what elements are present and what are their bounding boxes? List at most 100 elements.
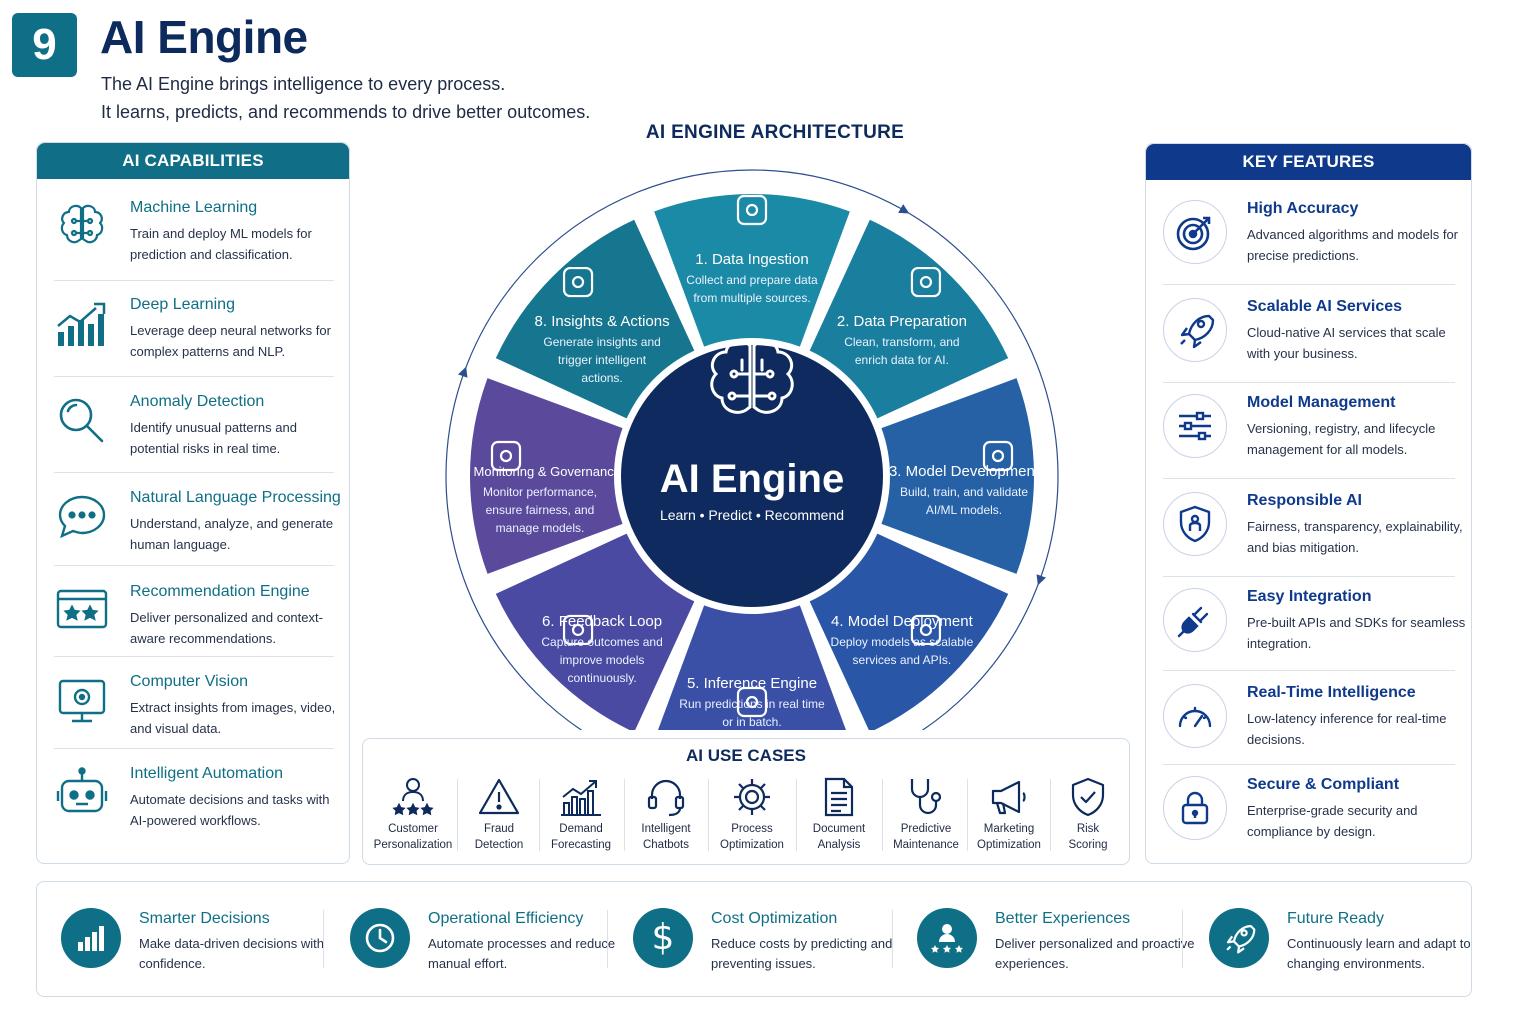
growth-chart-icon	[54, 296, 110, 352]
use-case-demand-forecasting: Demand Forecasting	[539, 775, 623, 859]
feature-name: High Accuracy	[1247, 200, 1359, 217]
architecture-title: AI ENGINE ARCHITECTURE	[645, 122, 905, 143]
divider	[457, 779, 458, 851]
feature-desc: Versioning, registry, and lifecycle mana…	[1247, 421, 1436, 457]
wheel-step-title: 2. Data Preparation	[837, 313, 967, 330]
feature-desc: Pre-built APIs and SDKs for seamless int…	[1247, 615, 1466, 651]
benefit-name: Future Ready	[1287, 910, 1384, 927]
use-case-label: Predictive Maintenance	[893, 823, 959, 851]
capability-name: Intelligent Automation	[130, 765, 283, 782]
capability-desc: Automate decisions and tasks with AI-pow…	[130, 792, 330, 828]
magnifier-icon	[54, 393, 110, 449]
bar-trend-icon	[559, 775, 603, 819]
benefit-name: Cost Optimization	[711, 910, 838, 927]
wheel-step-title: 5. Inference Engine	[687, 675, 817, 692]
divider	[1163, 382, 1455, 383]
wheel-segment-5	[658, 605, 846, 730]
center-title: AI Engine	[660, 457, 844, 501]
capability-name: Natural Language Processing	[130, 489, 341, 506]
wheel-step-desc: Clean, transform, and	[844, 335, 959, 349]
use-cases-title: AI USE CASES	[686, 746, 806, 765]
page-subtitle: The AI Engine brings intelligence to eve…	[101, 70, 590, 126]
feature-name: Easy Integration	[1247, 588, 1372, 605]
feature-desc: Low-latency inference for real-time deci…	[1247, 711, 1447, 747]
use-case-label: Customer Personalization	[373, 823, 453, 851]
cycle-arrow-icon	[898, 204, 910, 214]
database-icon	[736, 194, 768, 226]
benefit-desc: Deliver personalized and proactive exper…	[995, 936, 1195, 971]
benefit-desc: Continuously learn and adapt to changing…	[1287, 936, 1471, 971]
benefits-bar: Smarter Decisions Make data-driven decis…	[36, 881, 1472, 997]
capability-name: Machine Learning	[130, 199, 258, 216]
wheel-segment-2	[809, 219, 1009, 419]
benefit-desc: Make data-driven decisions with confiden…	[139, 936, 324, 971]
key-features-panel: KEY FEATURES High Accuracy Advanced algo…	[1145, 143, 1472, 864]
divider	[1050, 779, 1051, 851]
stethoscope-icon	[904, 775, 948, 819]
star-rating-icon	[54, 583, 110, 639]
wheel-step-desc: Collect and prepare data	[686, 273, 818, 287]
subtitle-line-1: The AI Engine brings intelligence to eve…	[101, 74, 506, 94]
key-features-header: KEY FEATURES	[1146, 144, 1471, 180]
benefit-name: Smarter Decisions	[139, 910, 270, 927]
divider	[54, 656, 334, 657]
lightbulb-icon	[562, 266, 594, 298]
cloud-upload-icon	[910, 614, 942, 646]
shield-check-icon	[490, 440, 522, 472]
wheel-step-title: 8. Insights & Actions	[535, 313, 670, 330]
user-stars-icon	[917, 908, 977, 968]
wheel-step-desc: Monitor performance,	[483, 485, 597, 499]
wheel-segment-8	[495, 219, 695, 419]
wheel-step-title: 7. Monitoring & Governance	[459, 464, 621, 479]
wheel-step-desc: services and APIs.	[853, 653, 952, 667]
feature-desc: Cloud-native AI services that scale with…	[1247, 325, 1446, 361]
shield-check-icon	[1066, 775, 1110, 819]
feature-name: Scalable AI Services	[1247, 298, 1403, 315]
wheel-step-desc: Capture outcomes and	[541, 635, 662, 649]
use-case-label: Process Optimization	[720, 823, 784, 851]
wheel-step-title: 6. Feedback Loop	[542, 613, 662, 630]
sliders-icon	[1163, 394, 1227, 458]
capability-desc: Leverage deep neural networks for comple…	[130, 323, 331, 359]
use-case-process-optimization: Process Optimization	[709, 775, 795, 859]
divider	[1163, 478, 1455, 479]
divider	[54, 748, 334, 749]
plug-icon	[1163, 588, 1227, 652]
divider	[54, 472, 334, 473]
divider	[1163, 764, 1455, 765]
benefit-name: Operational Efficiency	[428, 910, 584, 927]
capability-desc: Deliver personalized and context-aware r…	[130, 610, 323, 646]
cycle-arrow-icon	[458, 366, 468, 378]
divider	[1182, 910, 1183, 968]
use-case-intelligent-chatbots: Intelligent Chatbots	[625, 775, 707, 859]
section-number-badge: 9	[12, 13, 77, 77]
wheel-step-desc: Build, train, and validate	[900, 485, 1028, 499]
use-case-label: Fraud Detection	[474, 823, 524, 851]
use-case-customer-personalization: Customer Personalization	[367, 775, 459, 859]
ai-capabilities-header: AI CAPABILITIES	[37, 143, 349, 179]
wheel-step-desc: actions.	[581, 371, 622, 385]
ai-use-cases-panel: AI USE CASES Customer Personalization Fr…	[362, 738, 1130, 865]
capability-name: Anomaly Detection	[130, 393, 265, 410]
capability-desc: Train and deploy ML models for predictio…	[130, 226, 312, 262]
center-hub	[621, 345, 883, 607]
ai-capabilities-panel: AI CAPABILITIES Machine Learning Train a…	[36, 142, 350, 864]
divider	[967, 779, 968, 851]
warning-icon	[477, 775, 521, 819]
divider	[323, 910, 324, 968]
divider	[1163, 670, 1455, 671]
wheel-step-desc: or in batch.	[722, 715, 781, 729]
rocket-icon	[1209, 908, 1269, 968]
feature-name: Real-Time Intelligence	[1247, 684, 1416, 701]
use-case-predictive-maintenance: Predictive Maintenance	[883, 775, 969, 859]
wheel-step-title: 4. Model Deployment	[831, 613, 974, 630]
rocket-icon	[1163, 298, 1227, 362]
divider	[708, 779, 709, 851]
cycle-arrow-icon	[1036, 574, 1046, 586]
bar-chart-icon	[61, 908, 121, 968]
target-icon	[1163, 200, 1227, 264]
feature-name: Responsible AI	[1247, 492, 1362, 509]
benefit-desc: Automate processes and reduce manual eff…	[428, 936, 616, 971]
use-case-fraud-detection: Fraud Detection	[459, 775, 539, 859]
